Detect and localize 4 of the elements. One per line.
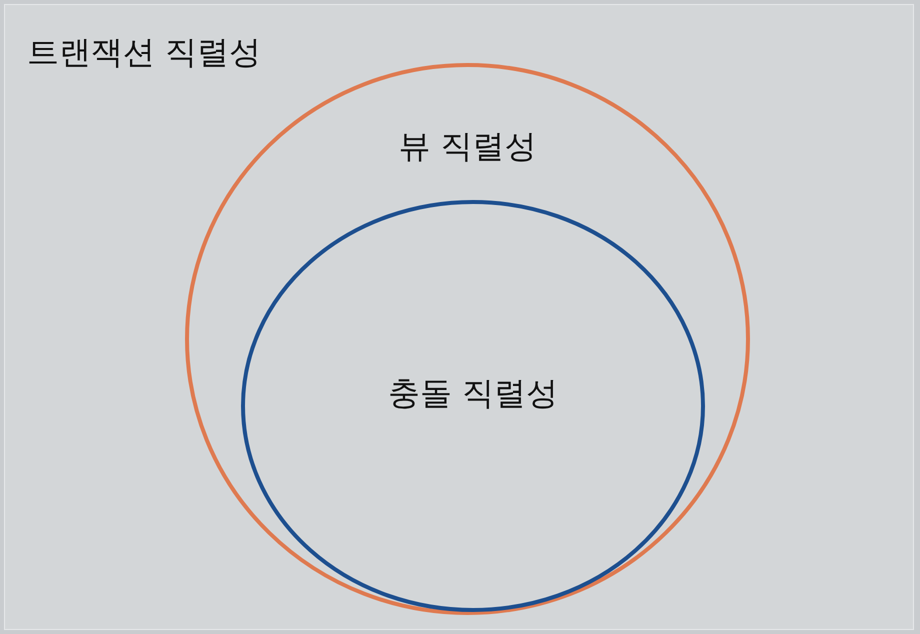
panel-heading: 트랜잭션 직렬성 xyxy=(27,32,262,73)
set-label: 뷰 직렬성 xyxy=(397,126,538,167)
diagram-panel xyxy=(4,4,914,630)
set-label: 충돌 직렬성 xyxy=(386,373,560,414)
